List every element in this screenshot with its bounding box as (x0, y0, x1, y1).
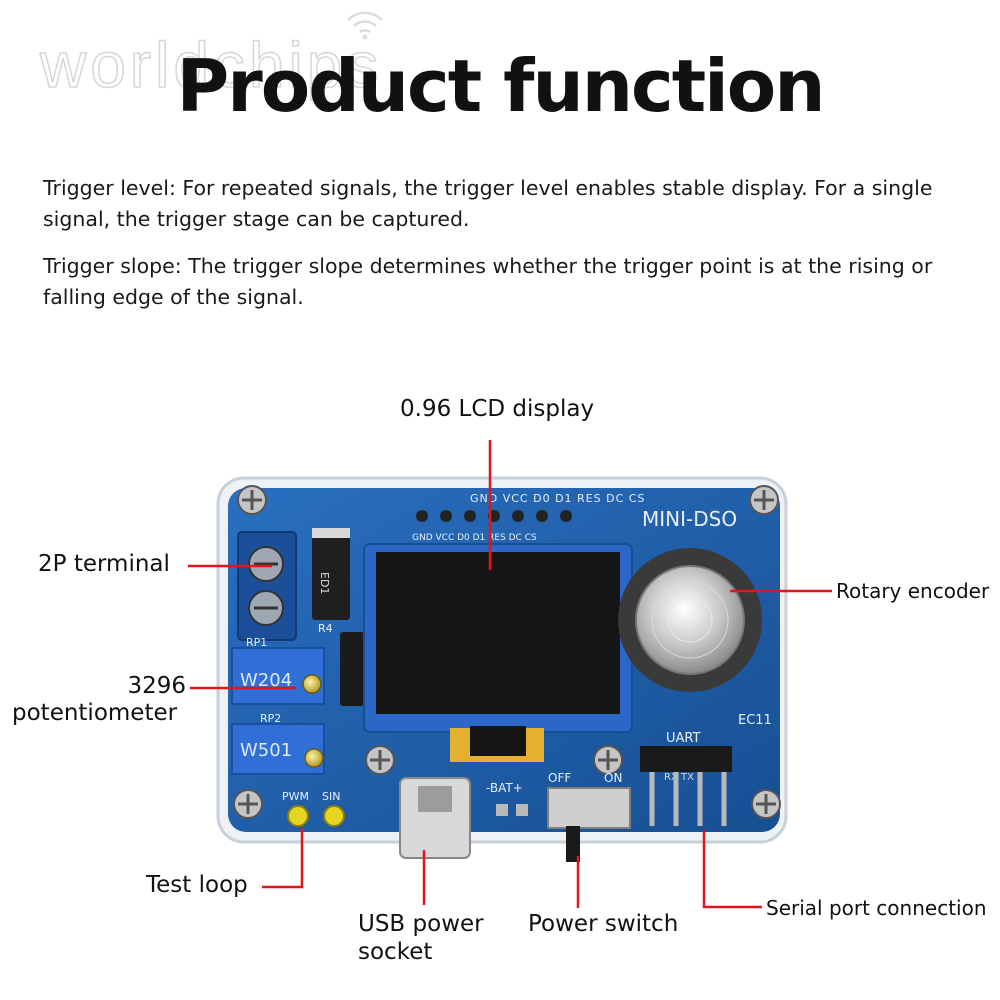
uart-header (640, 746, 732, 772)
callout-pot-number: 3296 (127, 673, 186, 699)
callout-lcd-display: 0.96 LCD display (400, 396, 595, 422)
screw-icon (593, 745, 623, 775)
test-loop-sin (323, 805, 345, 827)
rp1-code: W204 (240, 670, 292, 691)
r4-label: R4 (318, 622, 333, 635)
usb-socket (399, 777, 471, 859)
slide-switch (547, 787, 631, 829)
screw-icon (751, 789, 781, 819)
trigger-slope-description: Trigger slope: The trigger slope determi… (43, 254, 933, 309)
callout-2p-terminal: 2P terminal (38, 551, 170, 577)
rp2-label: RP2 (260, 712, 281, 725)
callout-potentiometer: potentiometer (12, 700, 178, 726)
callout-usb-line1: USB power (358, 911, 484, 937)
lcd-screen (376, 552, 620, 714)
trigger-level-description: Trigger level: For repeated signals, the… (43, 176, 933, 231)
rx-tx-label: RX TX (664, 772, 694, 783)
uart-label: UART (666, 731, 700, 746)
diode-label: ED1 (318, 572, 331, 594)
screw-icon (237, 485, 267, 515)
callout-rotary-encoder: Rotary encoder (836, 579, 990, 603)
callout-test-loop: Test loop (146, 872, 248, 898)
sin-label: SIN (322, 790, 340, 803)
encoder-label: EC11 (738, 713, 772, 728)
screw-icon (365, 745, 395, 775)
uart-pins (649, 772, 727, 826)
pwm-label: PWM (282, 790, 309, 803)
diode (312, 528, 350, 620)
callout-serial-port: Serial port connection (766, 896, 987, 920)
bat-label: -BAT+ (486, 781, 523, 795)
wifi-watermark-icon (347, 11, 383, 40)
test-loop-pwm (287, 805, 309, 827)
header-pins (416, 510, 572, 522)
callout-power-switch: Power switch (528, 911, 679, 937)
callout-line-test-loop (262, 828, 304, 889)
on-label: ON (604, 771, 622, 785)
header-silkscreen: GND VCC D0 D1 RES DC CS (412, 533, 537, 543)
page-title: Product function (176, 44, 825, 128)
rp2-code: W501 (240, 740, 292, 761)
board-name: MINI-DSO (642, 507, 737, 531)
callout-lines (188, 440, 832, 909)
callout-usb-line2: socket (358, 939, 433, 965)
watermark-text: worldchips (39, 28, 383, 102)
off-label: OFF (548, 771, 571, 785)
screw-icon (749, 485, 779, 515)
callout-line-serial (702, 830, 762, 909)
screw-icon (233, 789, 263, 819)
rp1-label: RP1 (246, 636, 267, 649)
inductor (340, 632, 364, 706)
header-silkscreen-top: GND VCC D0 D1 RES DC CS (470, 492, 645, 505)
